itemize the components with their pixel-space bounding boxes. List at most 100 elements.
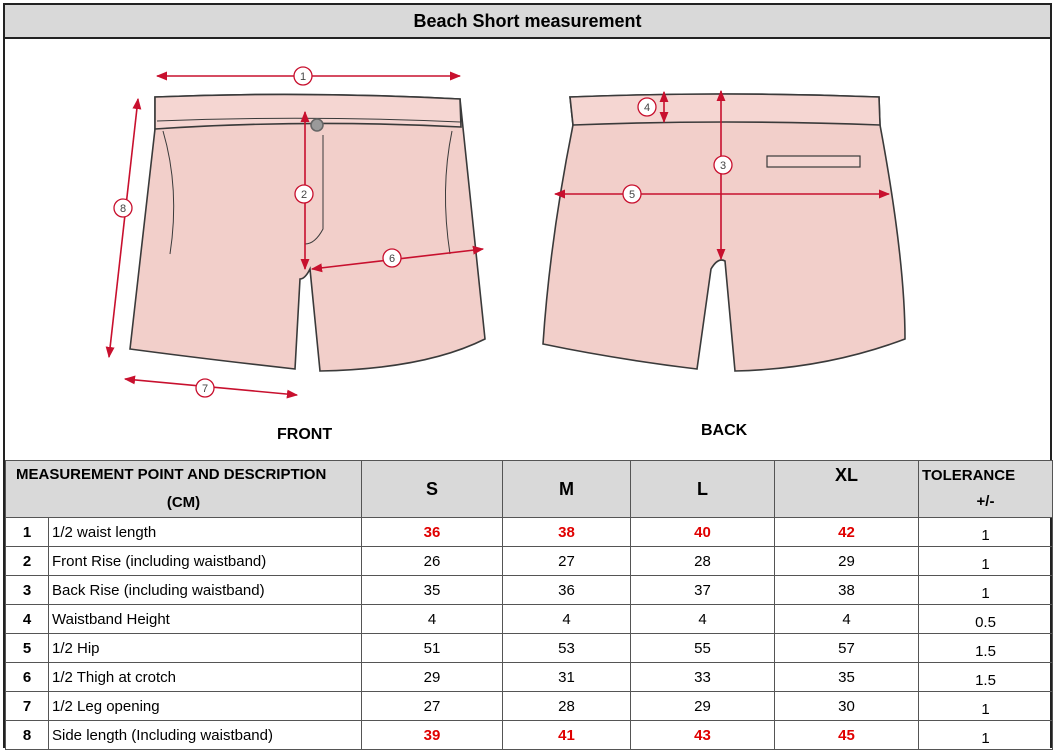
value-m: 4 bbox=[502, 604, 632, 634]
callout-number: 1 bbox=[300, 71, 306, 83]
header-size-m: M bbox=[502, 460, 632, 518]
row-description: 1/2 waist length bbox=[47, 517, 363, 547]
value-xl: 57 bbox=[774, 633, 920, 663]
value-l: 43 bbox=[630, 720, 776, 750]
value-m: 27 bbox=[502, 546, 632, 576]
value-s: 27 bbox=[361, 691, 504, 721]
row-number: 8 bbox=[5, 720, 49, 750]
value-l: 37 bbox=[630, 575, 776, 605]
header-desc-line2: (CM) bbox=[166, 494, 201, 511]
callout-6: 6 bbox=[382, 248, 402, 268]
row-description: Waistband Height bbox=[47, 604, 363, 634]
value-m: 36 bbox=[502, 575, 632, 605]
callout-7: 7 bbox=[195, 378, 215, 398]
row-tolerance: 1.5 bbox=[918, 633, 1054, 663]
front-shorts bbox=[129, 93, 486, 372]
row-tolerance: 1 bbox=[918, 546, 1054, 576]
header-size-l: L bbox=[630, 460, 776, 518]
callout-3: 3 bbox=[713, 155, 733, 175]
row-number: 6 bbox=[5, 662, 49, 692]
callout-5: 5 bbox=[622, 184, 642, 204]
measurement-sheet: Beach Short measurement bbox=[3, 3, 1054, 750]
callout-1: 1 bbox=[293, 66, 313, 86]
callout-number: 6 bbox=[389, 253, 395, 265]
row-tolerance: 1 bbox=[918, 691, 1054, 721]
value-s: 39 bbox=[361, 720, 504, 750]
value-xl: 29 bbox=[774, 546, 920, 576]
value-l: 4 bbox=[630, 604, 776, 634]
value-xl: 4 bbox=[774, 604, 920, 634]
callout-number: 5 bbox=[629, 189, 635, 201]
row-tolerance: 1.5 bbox=[918, 662, 1054, 692]
value-s: 35 bbox=[361, 575, 504, 605]
header-description: MEASUREMENT POINT AND DESCRIPTION (CM) bbox=[4, 460, 363, 518]
callout-8: 8 bbox=[113, 198, 133, 218]
garment-diagram: 1 2 3 4 5 6 7 8 FRONT BACK bbox=[5, 39, 1050, 460]
row-description: 1/2 Hip bbox=[47, 633, 363, 663]
row-number: 2 bbox=[5, 546, 49, 576]
row-number: 5 bbox=[5, 633, 49, 663]
header-tolerance: TOLERANCE +/- bbox=[918, 460, 1054, 518]
header-tol-line1: TOLERANCE bbox=[922, 467, 1016, 484]
row-tolerance: 0.5 bbox=[918, 604, 1054, 634]
value-s: 51 bbox=[361, 633, 504, 663]
value-s: 26 bbox=[361, 546, 504, 576]
row-description: 1/2 Leg opening bbox=[47, 691, 363, 721]
front-view-label: FRONT bbox=[277, 426, 333, 443]
value-l: 55 bbox=[630, 633, 776, 663]
table-header-row: MEASUREMENT POINT AND DESCRIPTION (CM) S… bbox=[4, 460, 1054, 518]
row-number: 7 bbox=[5, 691, 49, 721]
row-number: 1 bbox=[5, 517, 49, 547]
value-xl: 35 bbox=[774, 662, 920, 692]
value-l: 33 bbox=[630, 662, 776, 692]
back-view-label: BACK bbox=[701, 422, 748, 439]
row-tolerance: 1 bbox=[918, 517, 1054, 547]
measurement-table: MEASUREMENT POINT AND DESCRIPTION (CM) S… bbox=[4, 460, 1054, 750]
callout-number: 2 bbox=[301, 189, 307, 201]
value-s: 4 bbox=[361, 604, 504, 634]
back-shorts bbox=[542, 93, 906, 372]
header-tol-line2: +/- bbox=[976, 493, 995, 510]
value-m: 38 bbox=[502, 517, 632, 547]
callout-number: 7 bbox=[202, 383, 208, 395]
value-xl: 45 bbox=[774, 720, 920, 750]
header-desc-line1: MEASUREMENT POINT AND DESCRIPTION bbox=[16, 466, 327, 483]
header-size-s: S bbox=[361, 460, 504, 518]
sheet-title: Beach Short measurement bbox=[5, 5, 1050, 39]
value-l: 29 bbox=[630, 691, 776, 721]
row-tolerance: 1 bbox=[918, 720, 1054, 750]
callout-number: 3 bbox=[720, 160, 726, 172]
callout-number: 8 bbox=[120, 203, 126, 215]
value-xl: 38 bbox=[774, 575, 920, 605]
value-xl: 30 bbox=[774, 691, 920, 721]
row-description: 1/2 Thigh at crotch bbox=[47, 662, 363, 692]
value-m: 53 bbox=[502, 633, 632, 663]
value-s: 36 bbox=[361, 517, 504, 547]
row-description: Back Rise (including waistband) bbox=[47, 575, 363, 605]
row-description: Side length (Including waistband) bbox=[47, 720, 363, 750]
row-number: 4 bbox=[5, 604, 49, 634]
value-m: 31 bbox=[502, 662, 632, 692]
value-l: 40 bbox=[630, 517, 776, 547]
value-xl: 42 bbox=[774, 517, 920, 547]
callout-number: 4 bbox=[644, 102, 650, 114]
value-l: 28 bbox=[630, 546, 776, 576]
callout-4: 4 bbox=[637, 97, 657, 117]
value-m: 41 bbox=[502, 720, 632, 750]
callout-2: 2 bbox=[294, 184, 314, 204]
callout-markers: 1 2 3 4 5 6 7 8 bbox=[113, 66, 733, 398]
value-m: 28 bbox=[502, 691, 632, 721]
row-tolerance: 1 bbox=[918, 575, 1054, 605]
row-description: Front Rise (including waistband) bbox=[47, 546, 363, 576]
row-number: 3 bbox=[5, 575, 49, 605]
shorts-illustration: 1 2 3 4 5 6 7 8 bbox=[105, 66, 906, 399]
header-size-xl: XL bbox=[774, 460, 920, 518]
value-s: 29 bbox=[361, 662, 504, 692]
